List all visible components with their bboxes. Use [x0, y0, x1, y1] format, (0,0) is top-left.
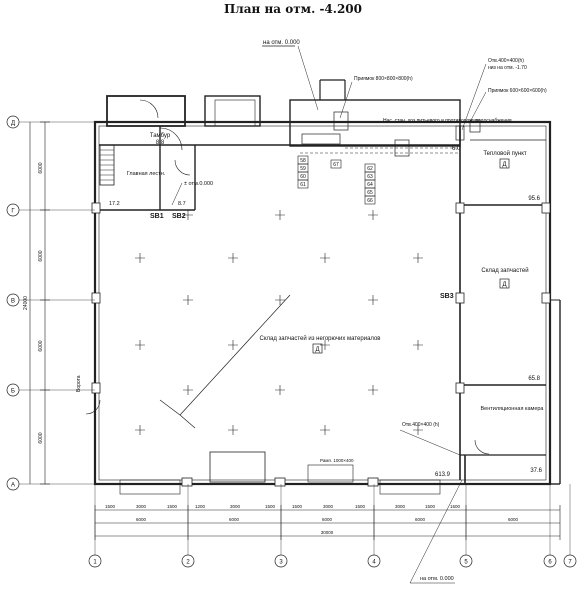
outer-walls	[93, 79, 561, 486]
bottom-dimensions: 1500 3000 1500 1200 3000 1500 1500 3000 …	[88, 484, 577, 568]
svg-text:Ворота: Ворота	[76, 375, 82, 392]
svg-text:Приямок 600×600×600(h): Приямок 600×600×600(h)	[488, 88, 547, 94]
svg-text:6000: 6000	[38, 340, 44, 351]
svg-text:6000: 6000	[38, 250, 44, 261]
col-axis-1: 1	[93, 560, 97, 566]
partitions	[99, 126, 546, 480]
room-stock-tag: Д	[502, 282, 506, 288]
svg-text:64: 64	[367, 182, 373, 188]
room-vent-num: 37.6	[530, 468, 542, 474]
svg-text:1500: 1500	[450, 504, 461, 509]
room-labels: Тамбур 8.8 Главная лестн. 17.2 8.7 Нас. …	[109, 118, 544, 478]
svg-text:3000: 3000	[395, 504, 406, 509]
svg-text:1500: 1500	[425, 504, 436, 509]
room-bottom-num: 613.9	[435, 472, 451, 478]
svg-text:1500: 1500	[355, 504, 366, 509]
row-axis-g: Г	[11, 209, 15, 215]
svg-text:6000: 6000	[415, 517, 426, 522]
room-vent-name: Вентиляционная камера	[480, 406, 544, 412]
svg-text:6000: 6000	[38, 432, 44, 443]
room-stock-num: 95.6	[528, 196, 540, 202]
svg-text:Приямок 800×800×800(h): Приямок 800×800×800(h)	[354, 76, 413, 82]
svg-text:1500: 1500	[292, 504, 303, 509]
svg-text:6000: 6000	[322, 517, 333, 522]
svg-text:3000: 3000	[323, 504, 334, 509]
svg-text:на отм. 0.000: на отм. 0.000	[263, 40, 300, 46]
ramp-line	[159, 294, 291, 429]
col-axis-4: 4	[372, 560, 376, 566]
door-swings	[85, 99, 490, 455]
plan-title: План на отм. -4.200	[224, 2, 362, 16]
sb2-label: SB2	[172, 213, 186, 220]
sb1-label: SB1	[150, 213, 164, 220]
svg-text:66: 66	[367, 198, 373, 204]
col-axis-3: 3	[279, 560, 283, 566]
sb3-label: SB3	[440, 293, 454, 300]
svg-text:низ на отм. -1.70: низ на отм. -1.70	[488, 65, 527, 71]
column-grid-markers	[135, 210, 423, 435]
svg-text:± отм.0.000: ± отм.0.000	[184, 181, 213, 187]
room-tambur-name: Тамбур	[150, 133, 171, 139]
row-axis-a: А	[11, 483, 15, 489]
room-kiosk-num: 8.7	[178, 201, 186, 207]
svg-text:60: 60	[300, 174, 306, 180]
row-axis-v: В	[11, 299, 15, 305]
room-heat-tag: Д	[502, 162, 506, 168]
svg-text:62: 62	[367, 166, 373, 172]
leader-lines	[171, 45, 487, 584]
left-dimensions: 6000 6000 6000 6000 24000 Д Г В Б А	[6, 115, 95, 491]
room-corner-num: 65.8	[528, 376, 540, 382]
col-axis-2: 2	[186, 560, 190, 566]
svg-text:6000: 6000	[136, 517, 147, 522]
wall-pilasters	[91, 202, 551, 487]
room-stock-name: Склад запчастей	[481, 267, 528, 274]
col-axis-7: 7	[568, 560, 572, 566]
svg-text:59: 59	[300, 166, 306, 172]
row-axis-b: Б	[11, 389, 15, 395]
svg-text:63: 63	[367, 174, 373, 180]
col-axis-6: 6	[548, 560, 552, 566]
room-stair-name: Главная лестн.	[127, 171, 166, 177]
svg-text:1200: 1200	[195, 504, 206, 509]
bottom-level-mark: на отм. 0.000	[410, 576, 455, 584]
svg-text:3000: 3000	[230, 504, 241, 509]
svg-text:Рамп. 1000×400: Рамп. 1000×400	[320, 458, 354, 463]
svg-text:1500: 1500	[265, 504, 276, 509]
svg-text:Отв.400×400 (h): Отв.400×400 (h)	[402, 422, 440, 428]
svg-text:на отм. 0.000: на отм. 0.000	[420, 576, 454, 582]
row-axis-d: Д	[11, 121, 15, 127]
svg-text:6000: 6000	[508, 517, 519, 522]
svg-text:67: 67	[333, 162, 339, 168]
room-main-name: Склад запчастей из негорючих материалов	[260, 335, 381, 342]
bottom-openings	[119, 451, 466, 495]
annotations: Приямок 800×800×800(h) Приямок 600×600×6…	[76, 58, 547, 463]
room-heat-name: Тепловой пункт	[483, 150, 527, 157]
svg-text:65: 65	[367, 190, 373, 196]
svg-text:Отв.400×400(h): Отв.400×400(h)	[488, 58, 524, 64]
room-pumps-num: 6.0	[452, 146, 461, 152]
svg-text:58: 58	[300, 158, 306, 164]
svg-text:6000: 6000	[229, 517, 240, 522]
svg-text:1500: 1500	[167, 504, 178, 509]
pump-equipment	[300, 111, 481, 157]
svg-text:61: 61	[300, 182, 306, 188]
col-axis-5: 5	[464, 560, 468, 566]
top-level-mark: на отм. 0.000	[262, 40, 300, 47]
room-stair-num: 17.2	[109, 201, 120, 207]
svg-text:3000: 3000	[136, 504, 147, 509]
svg-text:30000: 30000	[321, 530, 334, 535]
pier-tags: 58 59 60 61 62 63 64 65 66 67	[297, 155, 376, 205]
stair-flight	[99, 144, 115, 186]
room-main-tag: Д	[315, 347, 319, 353]
room-pumps-name: Нас. стан. хоз.питьевого и противопож. в…	[383, 118, 512, 124]
svg-text:24000: 24000	[23, 296, 29, 310]
room-tambur-num: 8.8	[156, 140, 165, 146]
svg-text:1500: 1500	[105, 504, 116, 509]
svg-text:6000: 6000	[38, 162, 44, 173]
